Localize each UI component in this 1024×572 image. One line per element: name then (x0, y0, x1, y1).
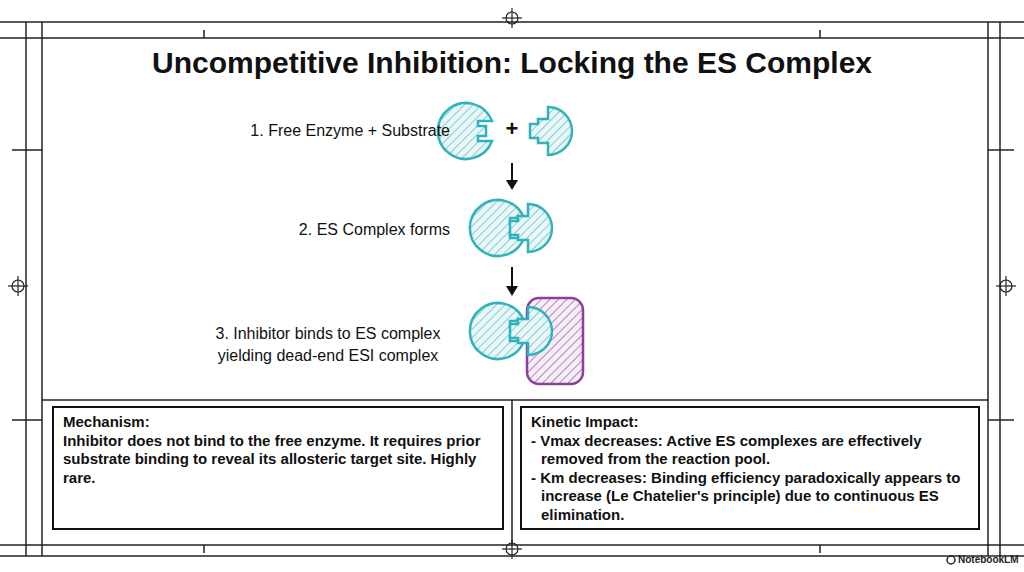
step-label: 2. ES Complex forms (200, 219, 450, 241)
esi-complex (470, 298, 583, 384)
step-label: 3. Inhibitor binds to ES complex yieldin… (192, 323, 464, 367)
step-arrow (506, 163, 518, 190)
registration-marks (8, 8, 1016, 559)
kinetic-impact-box: Kinetic Impact:- Vmax decreases: Active … (520, 406, 980, 530)
es-complex (470, 200, 552, 256)
box-text: - Km decreases: Binding efficiency parad… (531, 469, 969, 525)
box-text: - Vmax decreases: Active ES complexes ar… (531, 432, 969, 469)
watermark: NotebookLM (958, 554, 1020, 565)
substrate (530, 107, 572, 155)
step-label: 1. Free Enzyme + Substrate (200, 120, 450, 142)
step-arrow (506, 267, 518, 296)
page-frame (0, 22, 1024, 556)
box-heading: Mechanism: (63, 413, 493, 432)
box-text: Inhibitor does not bind to the free enzy… (63, 432, 493, 488)
mechanism-box: Mechanism:Inhibitor does not bind to the… (52, 406, 504, 530)
watermark-icon (947, 556, 955, 564)
diagram-title: Uncompetitive Inhibition: Locking the ES… (0, 46, 1024, 80)
plus-sign: + (500, 118, 524, 140)
box-heading: Kinetic Impact: (531, 413, 969, 432)
